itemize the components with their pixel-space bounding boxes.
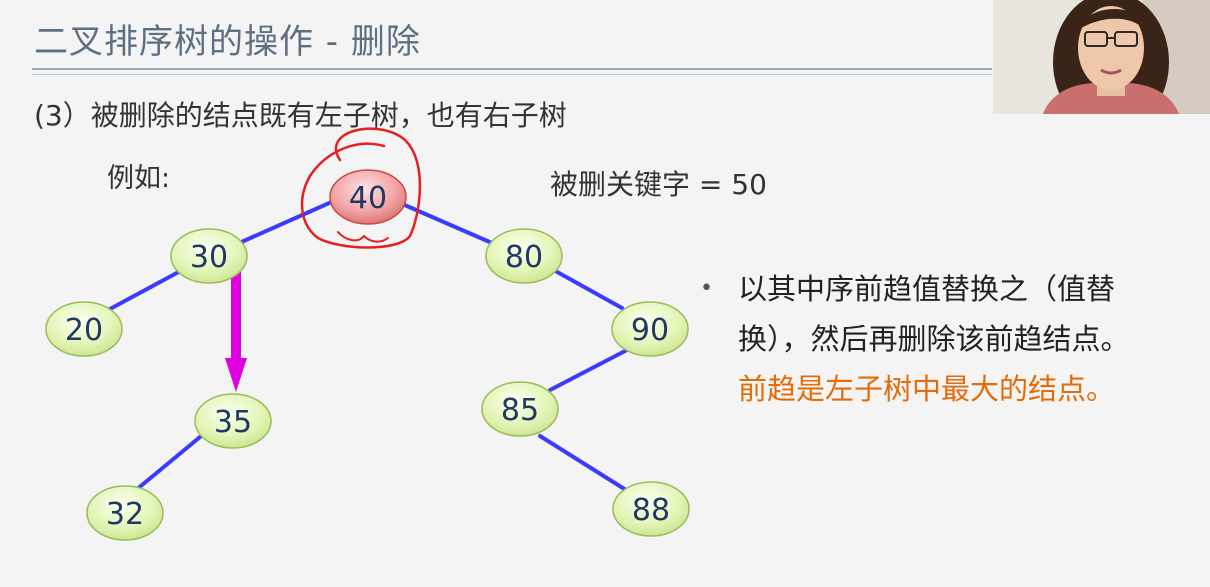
node-label-40: 40 (349, 181, 387, 216)
edge-40-30 (235, 198, 338, 246)
edge-90-85 (548, 348, 629, 392)
title-rule (32, 68, 992, 70)
node-label-85: 85 (501, 393, 539, 428)
edge-35-32 (134, 435, 202, 492)
edge-40-80 (398, 201, 494, 245)
tree-node-32: 32 (86, 485, 164, 541)
presenter-webcam (993, 0, 1210, 114)
bullet-line-2: 换），然后再删除该前趋结点。 (738, 322, 1130, 356)
tree-node-88: 88 (612, 481, 690, 537)
edge-30-20 (108, 266, 188, 311)
deleted-key-text: 被删关键字 = 50 (550, 168, 767, 201)
edge-80-90 (548, 266, 624, 310)
node-label-30: 30 (190, 240, 228, 275)
handdrawn-squiggle (337, 231, 389, 243)
node-label-35: 35 (214, 405, 252, 440)
slide-title: 二叉排序树的操作 - 删除 (34, 22, 421, 62)
edge-85-88 (538, 434, 628, 492)
bullet-line-1: 以其中序前趋值替换之（值替 (738, 272, 1116, 306)
tree-node-20: 20 (45, 301, 123, 357)
tree-node-40: 40 (329, 169, 407, 225)
tree-edges (108, 198, 629, 492)
tree-node-85: 85 (481, 381, 559, 437)
node-label-32: 32 (106, 497, 144, 532)
title-rule-thin (32, 74, 992, 75)
subtitle: (3）被删除的结点既有左子树，也有右子树 (34, 99, 567, 132)
node-label-90: 90 (631, 313, 669, 348)
node-label-88: 88 (632, 493, 670, 528)
tree-node-30: 30 (170, 228, 248, 284)
predecessor-arrow (225, 266, 247, 392)
handdrawn-circle-annotation (300, 127, 422, 249)
example-label: 例如: (107, 163, 171, 194)
presenter-video-icon (993, 0, 1210, 114)
tree-node-35: 35 (194, 393, 272, 449)
node-label-80: 80 (505, 240, 543, 275)
node-label-20: 20 (65, 313, 103, 348)
bullet-line-3-highlight: 前趋是左子树中最大的结点。 (738, 372, 1116, 406)
tree-node-80: 80 (485, 228, 563, 284)
tree-node-90: 90 (611, 301, 689, 357)
bullet-dot-icon: • (700, 276, 713, 301)
